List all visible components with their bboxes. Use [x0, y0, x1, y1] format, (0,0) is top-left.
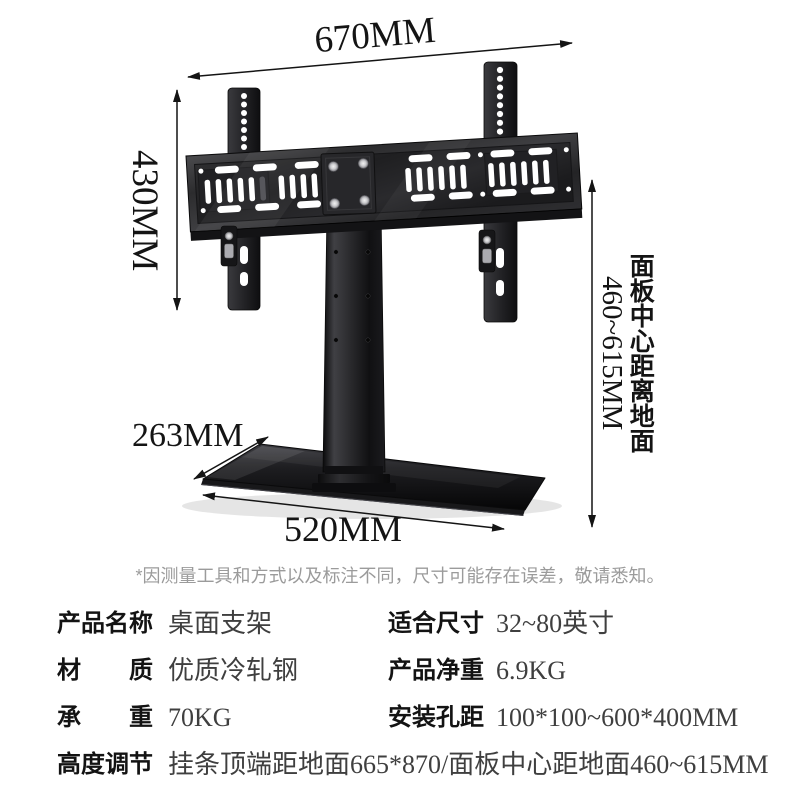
spec-row-load: 承重 70KG 安装孔距 100*100~600*400MM: [0, 702, 800, 736]
column-foot: [312, 466, 396, 492]
spec-label-net-weight: 产品净重: [388, 658, 484, 684]
dim-bracket-height-label: 430MM: [124, 150, 165, 272]
spec-label-height-adjust: 高度调节: [57, 752, 153, 778]
right-arm-clamp: [478, 229, 496, 273]
dim-base-depth-label: 263MM: [132, 417, 244, 454]
measurement-disclaimer: *因测量工具和方式以及标注不同，尺寸可能存在误差，敬请悉知。: [135, 566, 665, 586]
dim-base-width-label: 520MM: [284, 509, 403, 549]
dimension-arrows: [173, 40, 596, 532]
spec-value-fit-size: 32~80英寸: [496, 609, 615, 638]
spec-label-material: 材质: [57, 658, 153, 684]
arrow-base-depth: [193, 436, 269, 480]
spec-label-product-name: 产品名称: [57, 611, 153, 637]
spec-value-product-name: 桌面支架: [168, 609, 273, 638]
product-illustration: [173, 40, 596, 532]
bracket-plate: [185, 132, 583, 241]
spec-label-fit-size: 适合尺寸: [388, 611, 484, 637]
spec-row-height-adjust: 高度调节 挂条顶端距地面665*870/面板中心距地面460~615MM: [0, 749, 800, 783]
dim-panel-center-range-label: 460~615MM: [596, 276, 628, 431]
spec-label-hole-pitch: 安装孔距: [388, 705, 484, 731]
spec-label-load-capacity: 承重: [57, 705, 153, 731]
spec-value-net-weight: 6.9KG: [496, 656, 567, 685]
support-column: [322, 209, 386, 473]
spec-value-height-adjust: 挂条顶端距地面665*870/面板中心距地面460~615MM: [168, 750, 769, 779]
spec-value-load-capacity: 70KG: [168, 703, 232, 732]
spec-value-material: 优质冷轧钢: [168, 656, 299, 685]
spec-value-hole-pitch: 100*100~600*400MM: [496, 703, 739, 732]
arrow-base-width: [202, 492, 505, 532]
left-arm-clamp: [220, 225, 238, 267]
arrow-top-width: [187, 40, 573, 80]
vesa-adapter-plate: [320, 151, 377, 216]
spec-row-product-name: 产品名称 桌面支架 适合尺寸 32~80英寸: [0, 608, 800, 642]
spec-row-material: 材质 优质冷轧钢 产品净重 6.9KG: [0, 655, 800, 689]
panel-center-caption: 面板中心距离地面: [626, 253, 654, 453]
